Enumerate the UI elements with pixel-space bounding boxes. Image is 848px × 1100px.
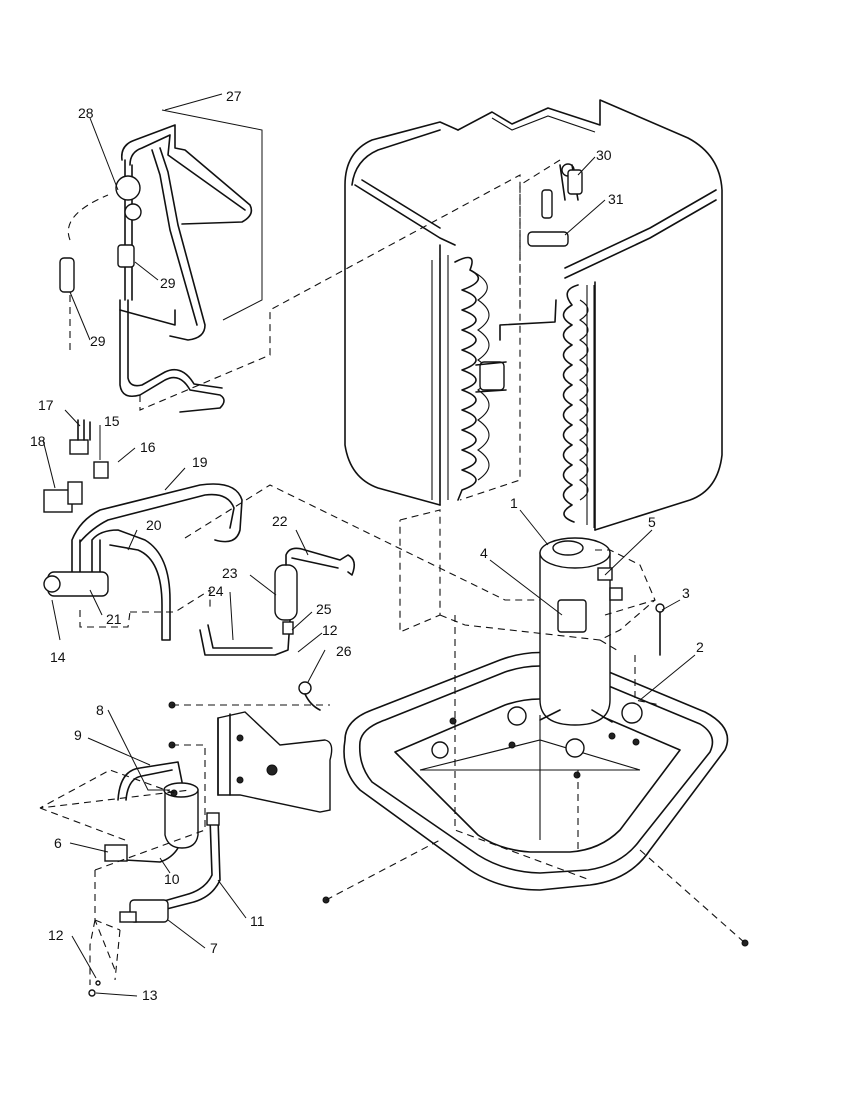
- callout-8: 8: [96, 702, 104, 718]
- callout-30: 30: [596, 147, 612, 163]
- callout-18: 18: [30, 433, 46, 449]
- callout-22: 22: [272, 513, 288, 529]
- compressor: [539, 537, 623, 726]
- callout-12b: 12: [322, 622, 338, 638]
- callout-9: 9: [74, 727, 82, 743]
- callout-15: 15: [104, 413, 120, 429]
- callout-7: 7: [210, 940, 218, 956]
- leader-lines: [42, 93, 696, 997]
- discharge-tube-27: [59, 124, 253, 413]
- callout-2: 2: [696, 639, 704, 655]
- accumulator-8-10: [88, 761, 221, 997]
- callout-28: 28: [78, 105, 94, 121]
- callout-4: 4: [480, 545, 488, 561]
- callout-27: 27: [226, 88, 242, 104]
- base-pan: [343, 651, 729, 891]
- callout-19: 19: [192, 454, 208, 470]
- callout-labels: 1 2 3 4 5 6 7 8 9 10 11 12 12 13 14 15 1…: [30, 88, 704, 1003]
- callout-11: 11: [250, 913, 265, 929]
- callout-17: 17: [38, 397, 54, 413]
- screws: [168, 163, 749, 947]
- drier-22-26: [199, 547, 356, 711]
- callout-29b: 29: [90, 333, 106, 349]
- callout-20: 20: [146, 517, 162, 533]
- callout-21: 21: [106, 611, 122, 627]
- control-panel-bracket: [217, 711, 333, 813]
- callout-1: 1: [510, 495, 518, 511]
- right-coil-fins: [562, 284, 595, 528]
- condenser-coil-cabinet: [344, 99, 723, 531]
- callout-26: 26: [336, 643, 352, 659]
- callout-31: 31: [608, 191, 624, 207]
- callout-14: 14: [50, 649, 66, 665]
- callout-10: 10: [164, 871, 180, 887]
- callout-25: 25: [316, 601, 332, 617]
- callout-6: 6: [54, 835, 62, 851]
- callout-12a: 12: [48, 927, 64, 943]
- callout-5: 5: [648, 514, 656, 530]
- callout-24: 24: [208, 583, 224, 599]
- left-coil-fins: [431, 255, 557, 502]
- suction-tubes-19-21: [43, 483, 243, 641]
- components-15-18: [43, 419, 109, 513]
- callout-16: 16: [140, 439, 156, 455]
- callout-3: 3: [682, 585, 690, 601]
- callout-13: 13: [142, 987, 158, 1003]
- callout-29a: 29: [160, 275, 176, 291]
- callout-23: 23: [222, 565, 238, 581]
- assembly-lines: [39, 159, 746, 985]
